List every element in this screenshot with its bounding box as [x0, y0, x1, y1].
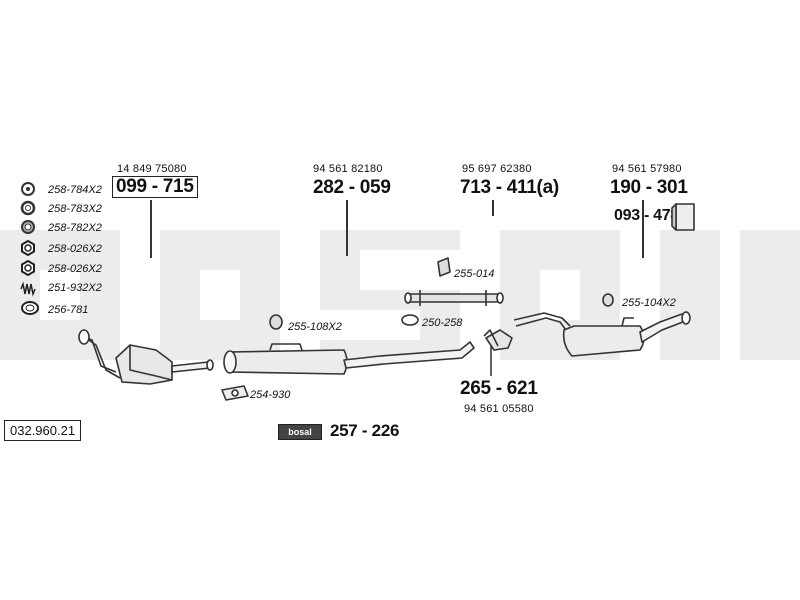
rear-leader-line [642, 200, 644, 258]
callout-label: 250-258 [422, 317, 463, 329]
mid-part-number: 282 - 059 [313, 177, 391, 198]
pipe-oe-number: 95 697 62380 [462, 163, 532, 175]
front-oe-number: 94 561 05580 [464, 403, 534, 415]
callout-label: 255-014 [454, 268, 495, 280]
spring-icon [20, 281, 36, 297]
bosal-logo-badge: bosal [278, 424, 322, 440]
callout-label: 254-930 [250, 389, 291, 401]
fitting-label: 258-784X2 [48, 184, 102, 196]
front-part-number: 265 - 621 [460, 378, 538, 399]
paste-part-number: 257 - 226 [330, 421, 400, 440]
fitting-label: 258-782X2 [48, 222, 102, 234]
gasket-icon [21, 182, 35, 196]
fitting-label: 256-781 [48, 304, 89, 316]
gasket-icon [20, 200, 36, 216]
rear-oe-number: 94 561 57980 [612, 163, 682, 175]
fitting-label: 258-026X2 [48, 263, 102, 275]
cat-part-number: 099 - 715 [112, 176, 198, 198]
fitting-label: 258-783X2 [48, 203, 102, 215]
kit-part-number: 093 - 478 [614, 207, 679, 224]
nut-icon [21, 240, 35, 256]
callout-label: 255-104X2 [622, 297, 676, 309]
gasket-icon [21, 220, 35, 234]
nut-icon [21, 260, 35, 276]
callout-label: 255-108X2 [288, 321, 342, 333]
seal-ring-icon [21, 301, 39, 315]
mid-oe-number: 94 561 82180 [313, 163, 383, 175]
diagram-code: 032.960.21 [4, 420, 82, 441]
cat-leader-line [150, 200, 152, 258]
pipe-leader-line [492, 200, 494, 216]
rear-part-number: 190 - 301 [610, 177, 688, 198]
fitting-label: 258-026X2 [48, 243, 102, 255]
mid-leader-line [346, 200, 348, 256]
pipe-part-number: 713 - 411(a) [460, 177, 559, 198]
cat-oe-number: 14 849 75080 [117, 163, 187, 175]
fitting-label: 251-932X2 [48, 282, 102, 294]
